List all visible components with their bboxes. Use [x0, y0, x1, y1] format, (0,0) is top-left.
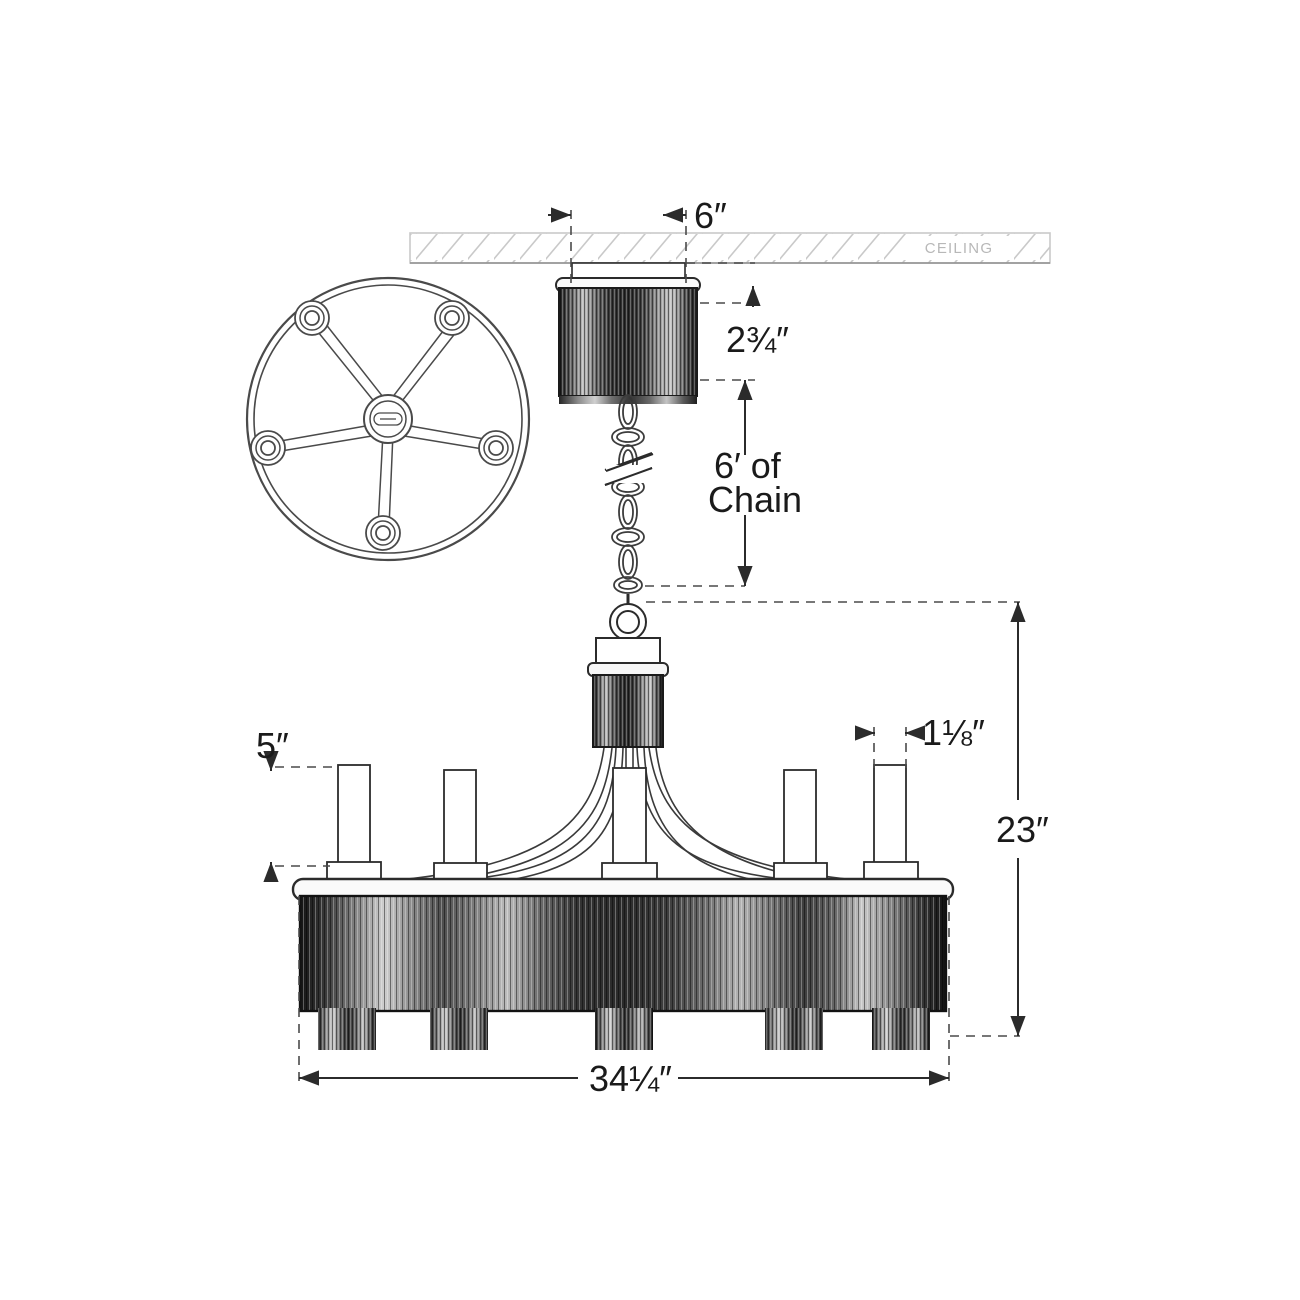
plan-socket	[294, 300, 330, 336]
dim-label-chain-line2: Chain	[708, 479, 802, 520]
tassel	[430, 1008, 488, 1050]
ceiling-band: CEILING	[409, 232, 1051, 264]
ceiling-label: CEILING	[925, 240, 993, 257]
chain-break-symbol	[604, 452, 654, 486]
center-column-shade	[592, 674, 664, 748]
dim-label-overall-width: 34¼″	[589, 1058, 672, 1099]
tassel	[872, 1008, 930, 1050]
canopy-assembly	[555, 262, 701, 404]
dim-label-body-height: 23″	[996, 809, 1049, 850]
dimension-candle-height: 5″	[256, 725, 338, 882]
shade-pleats	[300, 896, 946, 1011]
tassel	[595, 1008, 653, 1050]
canopy-shade	[558, 287, 698, 397]
plan-socket	[478, 430, 514, 466]
plan-view	[245, 276, 531, 562]
plan-center-hub	[363, 394, 413, 444]
dim-label-candle-width: 1⅛″	[922, 712, 985, 753]
plan-inner-ring	[253, 284, 523, 554]
collar-box	[595, 637, 661, 667]
plan-outer-ring	[245, 276, 531, 562]
main-drum-shade	[291, 877, 955, 1050]
plan-socket	[365, 515, 401, 551]
dimension-chain-length: 6′ of Chain	[645, 380, 802, 587]
dimension-overall-width: 34¼″	[298, 896, 950, 1099]
dimension-canopy-height: 2¾″	[686, 262, 789, 381]
tassel	[318, 1008, 376, 1050]
dimension-canopy-width: 6″	[548, 195, 727, 283]
dim-label-chain-line1: 6′ of	[714, 445, 782, 486]
dim-label-candle-height: 5″	[256, 725, 289, 766]
dimension-candle-width: 1⅛″	[855, 712, 985, 768]
plan-socket	[250, 430, 286, 466]
chain	[604, 394, 654, 594]
suspension-loop	[609, 603, 647, 641]
plan-socket	[434, 300, 470, 336]
plan-sockets	[250, 300, 514, 551]
dim-label-canopy-width: 6″	[694, 195, 727, 236]
shade-tassels	[318, 1008, 930, 1050]
tassel	[765, 1008, 823, 1050]
dim-label-canopy-height: 2¾″	[726, 319, 789, 360]
dimension-body-height: 23″	[646, 601, 1049, 1037]
center-body	[587, 594, 669, 748]
